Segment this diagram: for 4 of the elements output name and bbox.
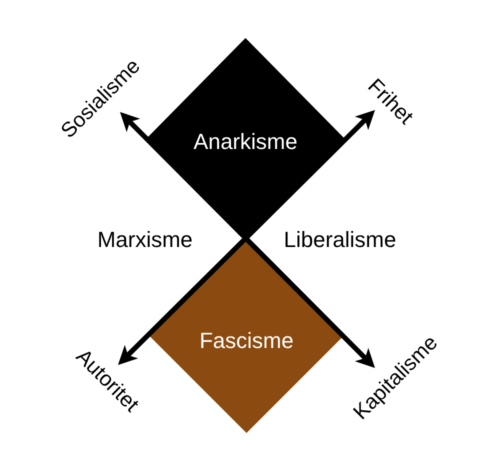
side-label: Liberalisme <box>284 228 396 252</box>
side-label: Marxisme <box>97 228 193 252</box>
diamond-label: Anarkisme <box>194 129 298 155</box>
diamond-label: Fascisme <box>199 328 294 354</box>
